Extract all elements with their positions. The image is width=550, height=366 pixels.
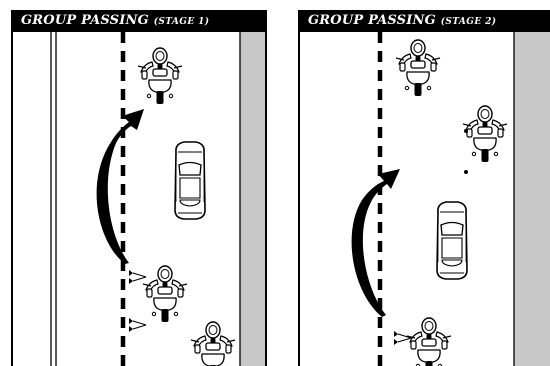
- panel-title: GROUP PASSING (STAGE 2): [300, 10, 550, 32]
- panel-title-main: GROUP PASSING: [21, 13, 149, 28]
- panel-stage-1: GROUP PASSING (STAGE 1): [11, 10, 267, 366]
- car-icon: [436, 201, 468, 280]
- car-icon: [174, 141, 206, 220]
- signal-dot: [464, 129, 468, 133]
- road-surface: [300, 32, 550, 366]
- pass-arrow-icon: [351, 169, 400, 317]
- signal-dot: [464, 170, 468, 174]
- shoulder: [514, 32, 550, 366]
- panel-stage-2: GROUP PASSING (STAGE 2): [298, 10, 550, 366]
- panel-title-stage: (STAGE 2): [440, 17, 497, 27]
- road-surface: [13, 32, 265, 366]
- pass-arrow-icon: [96, 109, 144, 264]
- road-scene: [300, 32, 550, 366]
- panel-title-main: GROUP PASSING: [308, 13, 436, 28]
- panel-title-stage: (STAGE 1): [153, 17, 210, 27]
- shoulder: [240, 32, 265, 366]
- panel-title: GROUP PASSING (STAGE 1): [13, 10, 265, 32]
- road-scene: [13, 32, 265, 366]
